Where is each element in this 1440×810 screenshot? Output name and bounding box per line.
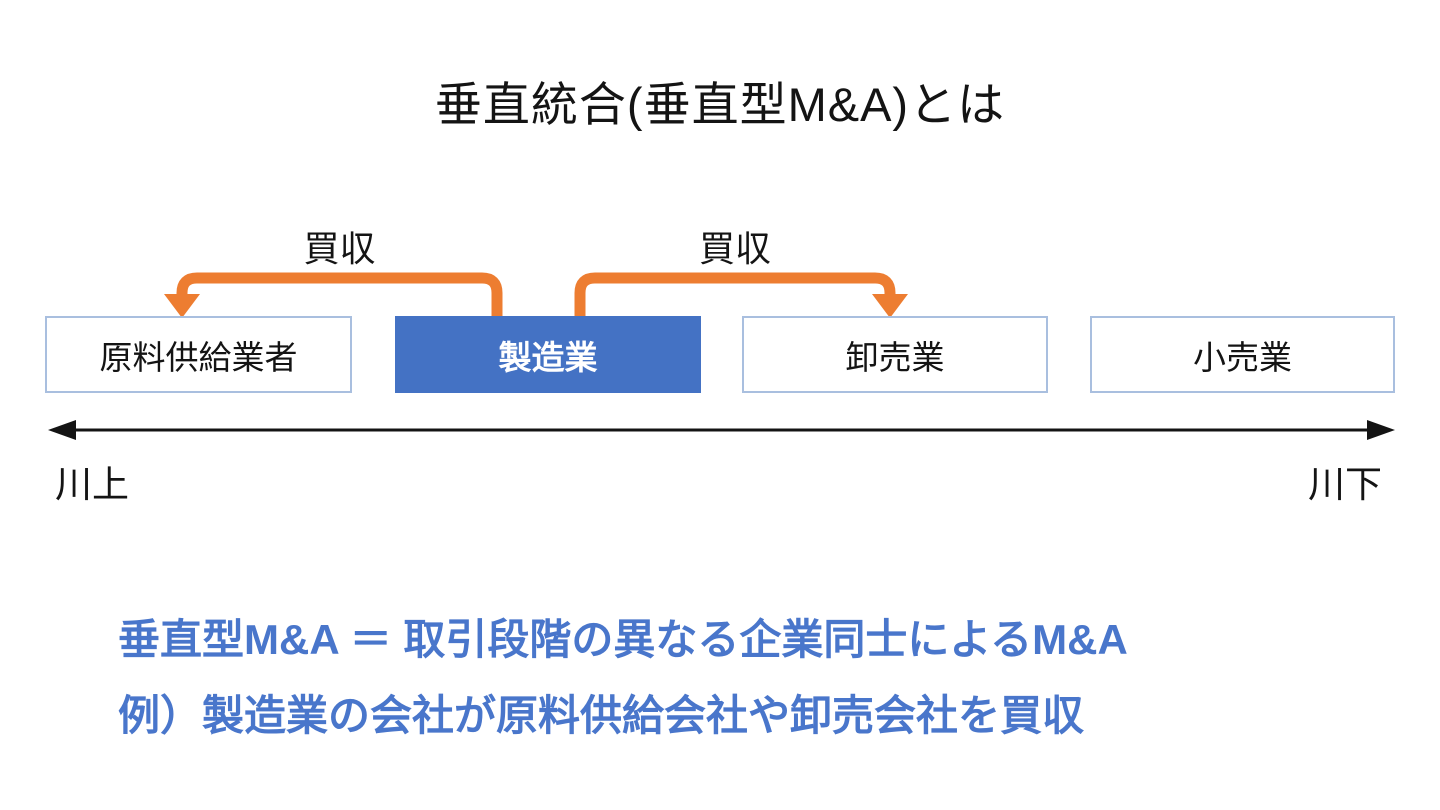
chain-box-retail: 小売業: [1090, 316, 1395, 393]
chain-box-wholesale: 卸売業: [742, 316, 1048, 393]
acquisition-label-right: 買収: [698, 228, 771, 269]
axis-label-downstream: 川下: [1308, 464, 1382, 505]
acquisition-label-left: 買収: [303, 228, 376, 269]
page-title: 垂直統合(垂直型M&A)とは: [434, 78, 1006, 131]
summary-definition-line: 垂直型M&A ＝ 取引段階の異なる企業同士によるM&A: [118, 616, 1128, 663]
axis-label-upstream: 川上: [55, 464, 129, 505]
chain-box-raw-material-supplier: 原料供給業者: [45, 316, 352, 393]
summary-example-line: 例）製造業の会社が原料供給会社や卸売会社を買収: [118, 692, 1085, 739]
acquisition-arrow-left-icon: [164, 272, 503, 318]
supply-chain-axis-arrow-icon: [48, 420, 1395, 440]
chain-box-manufacturing: 製造業: [395, 316, 701, 393]
acquisition-arrow-right-icon: [574, 272, 908, 318]
